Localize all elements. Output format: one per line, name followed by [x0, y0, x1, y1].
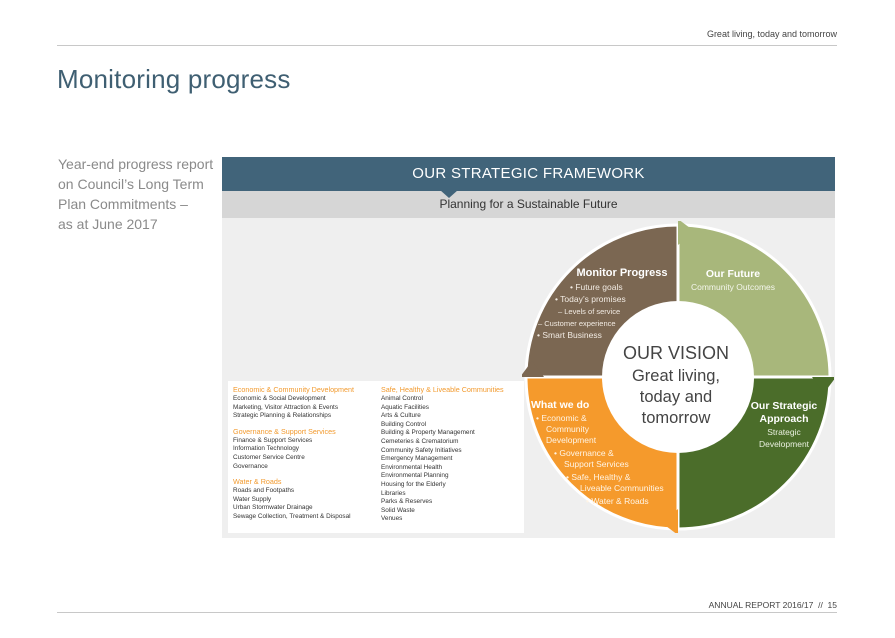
activity-item: Finance & Support Services — [233, 436, 313, 444]
what-we-do-line: Liveable Communities — [580, 483, 664, 493]
activity-item: Strategic Planning & Relationships — [233, 412, 332, 420]
what-we-do-line: Support Services — [564, 459, 629, 469]
monitor-progress-line: – Levels of service — [558, 307, 620, 316]
intro-line: Plan Commitments – — [58, 196, 188, 212]
activity-item: Community Safety Initiatives — [381, 446, 462, 454]
what-we-do-line: Community — [546, 424, 590, 434]
vision-title: OUR VISION — [623, 343, 729, 363]
activity-item: Economic & Social Development — [233, 395, 326, 402]
activity-item: Animal Control — [381, 395, 423, 402]
arrow-head-left — [522, 361, 544, 377]
activity-item: Libraries — [381, 489, 406, 497]
strategic-approach-line: Strategic — [767, 427, 801, 437]
activity-item: Marketing, Visitor Attraction & Events — [233, 403, 339, 411]
activity-item: Environmental Planning — [381, 472, 449, 480]
footer-page-label: ANNUAL REPORT 2016/17 // 15 — [708, 600, 837, 610]
what-we-do-line: • Economic & — [536, 413, 587, 423]
framework-title: OUR STRATEGIC FRAMEWORK — [222, 157, 835, 191]
vision-line: Great living, — [632, 367, 720, 385]
monitor-progress-line: • Future goals — [570, 282, 623, 292]
activity-item: Environmental Health — [381, 463, 443, 471]
intro-line: Year-end progress report — [58, 156, 214, 172]
framework-subtitle: Planning for a Sustainable Future — [222, 191, 835, 218]
activity-group-title: Governance & Support Services — [233, 426, 336, 436]
activity-item: Building & Property Management — [381, 429, 475, 437]
monitor-progress-title: Monitor Progress — [576, 267, 667, 279]
intro-text: Year-end progress report on Council’s Lo… — [58, 154, 218, 234]
framework-title-notch — [440, 190, 458, 198]
activity-item: Housing for the Elderly — [381, 480, 446, 488]
activity-item: Information Technology — [233, 445, 299, 453]
what-we-do-line: • Governance & — [554, 448, 614, 458]
activity-item: Sewage Collection, Treatment & Disposal — [233, 512, 351, 520]
arrow-head-top — [678, 221, 694, 245]
strategic-approach-title: Our Strategic — [751, 400, 818, 412]
monitor-progress-line: – Customer experience — [538, 319, 616, 328]
strategic-approach-line: Development — [759, 439, 810, 449]
activity-group-title: Economic & Community Development — [233, 385, 355, 394]
activity-item: Parks & Reserves — [381, 498, 433, 506]
activity-item: Cemeteries & Crematorium — [381, 437, 459, 445]
header-rule — [57, 45, 837, 46]
activity-item: Customer Service Centre — [233, 453, 305, 461]
strategic-framework-graphic: OUR STRATEGIC FRAMEWORK Planning for a S… — [222, 157, 835, 538]
our-future-title: Our Future — [706, 268, 760, 280]
header-tagline: Great living, today and tomorrow — [706, 29, 837, 39]
intro-line: as at June 2017 — [58, 216, 158, 232]
activity-item: Urban Stormwater Drainage — [233, 504, 313, 512]
activity-item: Roads and Footpaths — [233, 487, 295, 495]
what-we-do-line: • Water & Roads — [586, 496, 649, 506]
activity-item: Emergency Management — [381, 455, 453, 463]
activity-item: Governance — [233, 462, 268, 470]
vision-line: tomorrow — [642, 409, 711, 427]
what-we-do-line: • Safe, Healthy & — [566, 472, 631, 482]
intro-line: on Council’s Long Term — [58, 176, 204, 192]
activity-item: Arts & Culture — [381, 412, 421, 420]
monitor-progress-line: • Today’s promises — [555, 294, 626, 304]
activity-group-title: Safe, Healthy & Liveable Communities — [381, 385, 504, 394]
arrow-head-bottom — [662, 509, 678, 533]
vision-line: today and — [640, 388, 712, 406]
what-we-do-line: Development — [546, 435, 597, 445]
footer-rule — [57, 612, 837, 613]
arrow-head-right — [812, 377, 834, 393]
what-we-do-title: What we do — [531, 399, 589, 411]
monitor-progress-line: • Smart Business — [537, 330, 602, 340]
activity-item: Water Supply — [233, 495, 272, 503]
activity-item: Venues — [381, 515, 403, 523]
activity-group-title: Water & Roads — [233, 477, 282, 487]
framework-wheel: Monitor Progress • Future goals • Today’… — [522, 221, 834, 533]
activity-item: Building Control — [381, 420, 427, 428]
vision-circle — [602, 301, 754, 453]
page-title: Monitoring progress — [57, 64, 291, 94]
activity-item: Solid Waste — [381, 506, 415, 514]
activity-item: Aquatic Facilities — [381, 403, 429, 411]
strategic-approach-title: Approach — [759, 413, 808, 425]
our-future-line: Community Outcomes — [691, 282, 775, 292]
